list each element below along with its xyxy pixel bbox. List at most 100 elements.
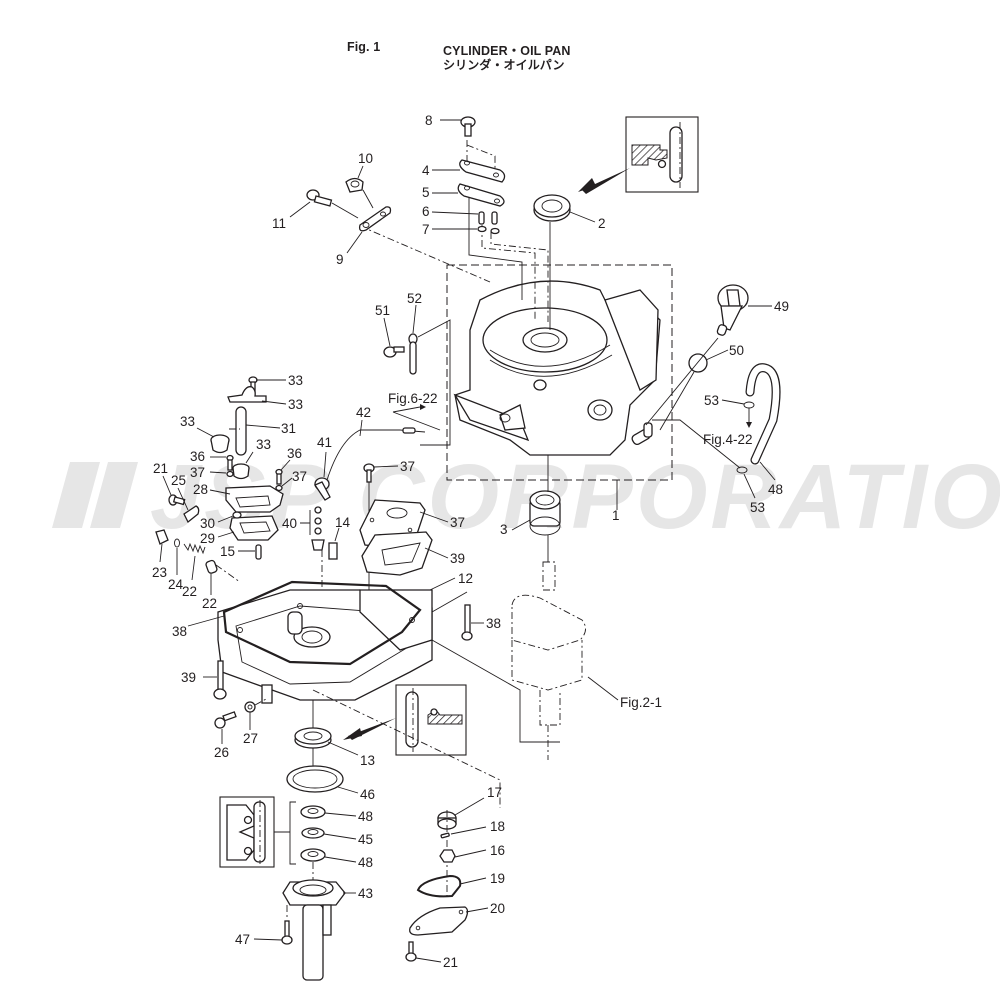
part-4-cover-plate[interactable] <box>459 159 506 183</box>
callout-49: 45 <box>358 832 373 847</box>
leader-4-5 <box>468 189 523 300</box>
reference-fig-6-22[interactable]: Fig.6-22 <box>388 391 438 406</box>
part-45-oil-sensor[interactable] <box>314 477 331 501</box>
part-49-seal[interactable] <box>301 827 325 839</box>
part-3-ball-bearing[interactable] <box>529 490 561 536</box>
callout-47: 43 <box>358 886 373 901</box>
part-42-bolt[interactable] <box>461 604 473 641</box>
part-36-screw-right[interactable] <box>275 468 283 485</box>
part-36-screw-left[interactable] <box>226 454 234 471</box>
part-51-bolt[interactable] <box>281 920 293 945</box>
callout-43: 39 <box>181 670 196 685</box>
watermark: JSP CORPORATION <box>52 446 1000 548</box>
part-11-bolt[interactable] <box>306 189 333 207</box>
part-13-oil-seal[interactable] <box>294 727 332 749</box>
part-29-breather-cover[interactable] <box>225 485 284 513</box>
part-31-reed-valve[interactable] <box>232 511 242 519</box>
part-22-valve[interactable] <box>205 559 218 574</box>
part-56-screw[interactable] <box>383 346 405 358</box>
leader-51-label <box>253 938 283 941</box>
callout-27: 26 <box>214 745 229 760</box>
part-8-screw[interactable] <box>460 116 476 137</box>
part-50-gasket[interactable] <box>286 765 344 793</box>
reference-fig-4-22[interactable]: Fig.4-22 <box>703 432 753 447</box>
leader-49-label <box>323 833 357 840</box>
cylinder-block[interactable] <box>453 280 661 456</box>
part-6-dowel-pins[interactable] <box>478 211 498 225</box>
part-32-hose[interactable] <box>235 406 247 456</box>
part-33-grommet-right[interactable] <box>232 463 250 480</box>
callout-21-lower: 21 <box>443 955 458 970</box>
part-46-lead-wire[interactable] <box>326 427 426 481</box>
leader-13-label <box>327 741 359 756</box>
part-44-switch-components[interactable] <box>311 506 325 551</box>
part-20-cover[interactable] <box>409 906 469 936</box>
part-53-hose-clip-top[interactable] <box>743 401 755 409</box>
seal-detail-inset-middle <box>343 684 467 756</box>
part-48-seal-upper[interactable] <box>300 805 326 819</box>
part-10-clamp[interactable] <box>345 177 364 193</box>
part-52-breather-hose[interactable] <box>745 363 781 465</box>
part-14-connector[interactable] <box>328 542 338 560</box>
callout-29: 28 <box>193 482 208 497</box>
callout-17: 17 <box>487 785 502 800</box>
leader-24-label <box>159 543 163 563</box>
part-23-spring[interactable] <box>183 542 206 555</box>
callout-39: 39 <box>450 551 465 566</box>
part-25-washer[interactable] <box>174 538 180 548</box>
part-39-gasket[interactable] <box>361 531 433 576</box>
callout-36-left: 36 <box>190 449 205 464</box>
leader-21a-label <box>162 475 172 496</box>
part-34-clamp[interactable] <box>227 386 267 403</box>
callout-11: 11 <box>272 216 286 231</box>
part-21-bolt-lower[interactable] <box>405 941 417 962</box>
part-16-gear[interactable] <box>439 849 456 863</box>
part-33-grommet-left[interactable] <box>210 434 230 454</box>
leader-44-label <box>300 510 311 535</box>
part-38-gasket[interactable] <box>222 580 422 666</box>
part-47-drive-shaft-housing[interactable] <box>282 879 346 981</box>
callout-19: 19 <box>490 871 505 886</box>
part-30-gasket[interactable] <box>229 515 279 541</box>
leader-19-label <box>459 877 487 885</box>
part-19-seal-ring[interactable] <box>416 874 462 898</box>
leader-18-label <box>450 826 487 835</box>
part-28-washer[interactable] <box>244 701 256 713</box>
callout-54: 49 <box>774 299 789 314</box>
part-54-oil-filler-cap[interactable] <box>716 284 749 336</box>
part-27-bolt[interactable] <box>214 711 237 729</box>
reference-fig-2-1[interactable]: Fig.2-1 <box>620 695 662 710</box>
part-53-hose-clip-bottom[interactable] <box>736 466 748 474</box>
part-37-washer-left[interactable] <box>226 470 234 478</box>
elbow-fitting[interactable] <box>631 422 653 446</box>
part-18-pin[interactable] <box>440 832 450 839</box>
callout-44: 40 <box>282 516 297 531</box>
leader-34-label <box>261 400 287 405</box>
part-41-bolt[interactable] <box>363 463 375 483</box>
part-15-pin[interactable] <box>255 544 262 560</box>
part-7-o-rings[interactable] <box>477 225 500 235</box>
callout-52: 48 <box>768 482 783 497</box>
callout-38: 38 <box>172 624 187 639</box>
leader-40-label <box>419 511 449 523</box>
callout-48-upper: 48 <box>358 809 373 824</box>
callout-9: 9 <box>336 252 344 267</box>
part-24-plug[interactable] <box>155 529 169 545</box>
part-37-washer-right[interactable] <box>275 484 283 492</box>
leader-28-pan <box>254 697 269 706</box>
part-48-seal-lower[interactable] <box>300 848 326 862</box>
part-57-dipstick-rod[interactable] <box>408 333 418 375</box>
callout-15: 15 <box>220 544 235 559</box>
leader-9-label <box>346 231 363 254</box>
oil-pan[interactable] <box>217 589 433 704</box>
seal-detail-inset-top <box>578 116 699 194</box>
leader-6-7a <box>481 225 536 320</box>
leader-12-label <box>429 577 456 591</box>
callout-12: 12 <box>458 571 473 586</box>
part-26-plate[interactable] <box>183 505 200 524</box>
leader-42-pan <box>431 591 468 613</box>
part-5-gasket[interactable] <box>457 183 505 207</box>
part-43-bolt[interactable] <box>213 660 227 700</box>
part-9-bracket[interactable] <box>358 206 392 232</box>
part-2-oil-seal[interactable] <box>533 194 571 222</box>
